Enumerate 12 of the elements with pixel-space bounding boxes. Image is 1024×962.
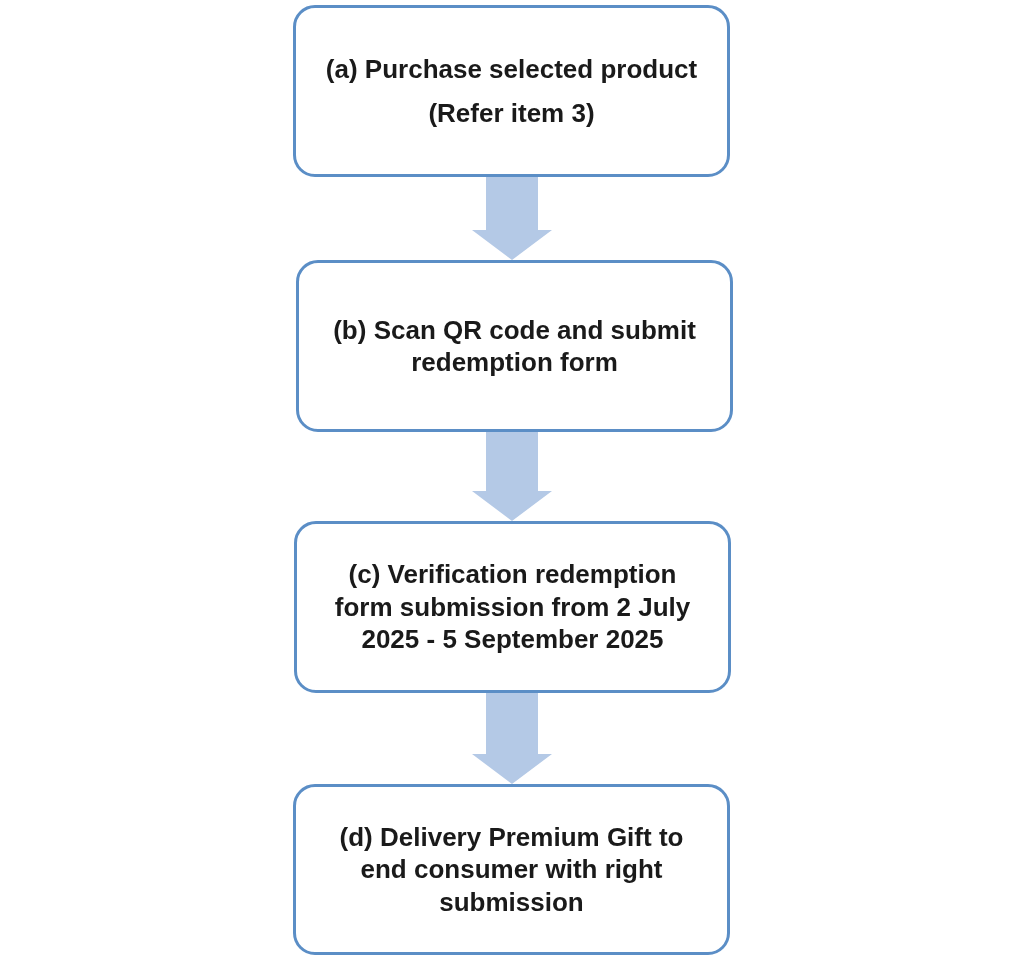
process-box <box>293 784 730 955</box>
block-arrow <box>472 177 552 260</box>
process-box <box>296 260 733 432</box>
block-arrow <box>472 693 552 784</box>
step-text: (c) Verification redemption form submission from 2 July 2025 - 5 September 2025 <box>333 558 692 656</box>
step-text: (a) Purchase selected product <box>325 52 698 85</box>
block-arrow <box>472 432 552 521</box>
process-box <box>294 521 731 693</box>
process-box <box>293 5 730 177</box>
step-text: (d) Delivery Premium Gift to end consumer with right submission <box>338 820 685 919</box>
step-text: (Refer item 3) <box>428 97 595 130</box>
step-text: (b) Scan QR code and submit redemption form <box>332 313 697 379</box>
